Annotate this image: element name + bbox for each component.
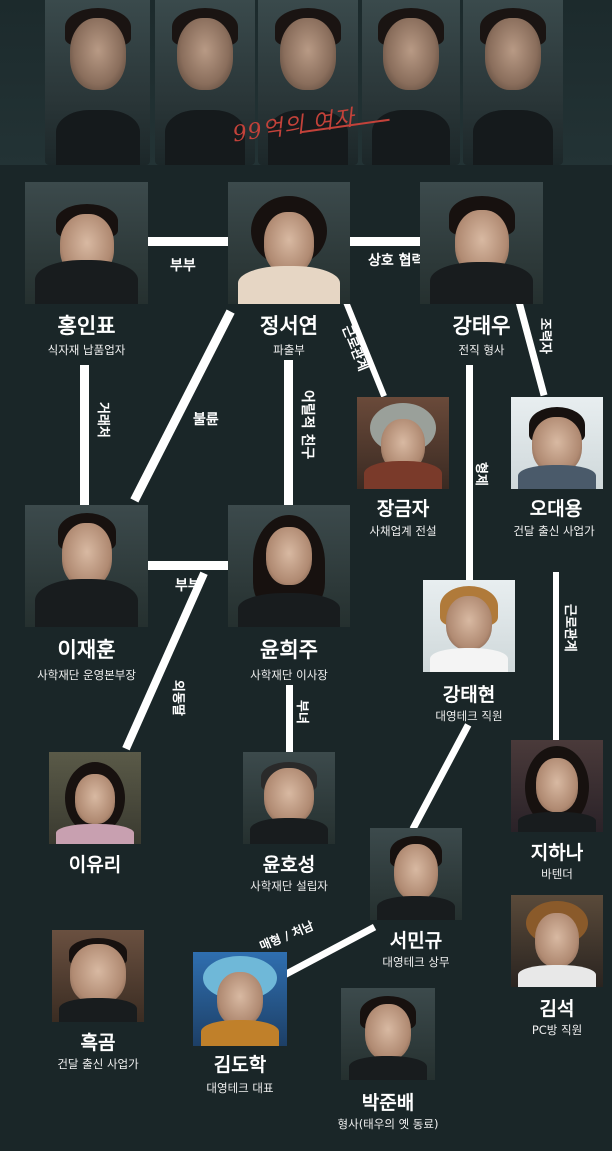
character-name: 김석 xyxy=(539,998,575,1020)
portrait-image xyxy=(243,752,335,844)
character-role: 대영테크 직원 xyxy=(435,709,503,723)
portrait-image xyxy=(193,952,287,1046)
portrait-image xyxy=(228,505,350,627)
portrait-image xyxy=(25,505,148,627)
character-name: 오대용 xyxy=(529,498,583,520)
line-taehyun-seo xyxy=(409,723,472,831)
line-lee-yoon xyxy=(148,561,228,570)
relation-label: 매형 / 처남 xyxy=(257,918,316,954)
portrait-image xyxy=(52,930,144,1022)
character-role: 파출부 xyxy=(273,343,305,357)
relation-label: 부녀 xyxy=(294,700,309,724)
character-name: 홍인표 xyxy=(57,314,116,338)
character-name: 김도학 xyxy=(213,1054,267,1076)
character-role: 사학재단 설립자 xyxy=(250,879,328,893)
character-name: 박준배 xyxy=(361,1092,415,1114)
character-role: 사학재단 이사장 xyxy=(250,668,328,682)
portrait-image xyxy=(423,580,515,672)
character-role: 식자재 납품업자 xyxy=(47,343,126,357)
character-role: 건달 출신 사업가 xyxy=(513,524,595,538)
character-role: 대영테크 대표 xyxy=(206,1081,274,1095)
character-role: 대영테크 상무 xyxy=(382,955,450,969)
character-role: PC방 직원 xyxy=(531,1023,583,1037)
character-role: 사학재단 운영본부장 xyxy=(37,668,136,682)
character-name: 장금자 xyxy=(376,498,430,520)
banner-portrait xyxy=(362,0,460,165)
banner-portrait xyxy=(45,0,150,165)
banner-portrait xyxy=(155,0,255,165)
line-oh-jihana xyxy=(553,572,559,740)
portrait-image xyxy=(357,397,449,489)
character-role: 전직 형사 xyxy=(458,343,505,357)
character-name: 이유리 xyxy=(68,854,122,876)
character-name: 윤호성 xyxy=(262,854,316,876)
character-name: 강태현 xyxy=(442,684,496,706)
portrait-image xyxy=(25,182,148,304)
relation-label: 거래처 xyxy=(95,402,110,438)
portrait-image xyxy=(370,828,462,920)
character-role: 건달 출신 사업가 xyxy=(57,1057,139,1071)
character-name: 이재훈 xyxy=(57,638,116,662)
line-kang-brothers xyxy=(466,365,473,580)
line-yoon-father xyxy=(286,685,293,753)
character-role: 사채업계 전설 xyxy=(369,524,437,538)
character-name: 지하나 xyxy=(530,842,584,864)
relation-label: 형제 xyxy=(473,462,488,486)
character-role: 형사(태우의 옛 동료) xyxy=(337,1117,439,1131)
relation-label: 근로관계 xyxy=(562,604,577,652)
relation-label: 부부 xyxy=(170,258,196,274)
character-name: 흑곰 xyxy=(80,1032,116,1054)
character-role: 바텐더 xyxy=(541,867,573,881)
poster-banner: 99억의 여자 xyxy=(0,0,612,165)
character-name: 서민규 xyxy=(389,930,443,952)
line-hong-jung xyxy=(148,237,228,246)
portrait-image xyxy=(511,895,603,987)
portrait-image xyxy=(341,988,435,1080)
relation-label: 상호 협력 xyxy=(368,253,425,269)
relation-label: 어릴적 친구 xyxy=(299,390,315,460)
portrait-image xyxy=(228,182,350,304)
portrait-image xyxy=(511,397,603,489)
banner-portrait xyxy=(463,0,563,165)
relation-label: 외동딸 xyxy=(170,680,185,716)
portrait-image xyxy=(420,182,543,304)
portrait-image xyxy=(49,752,141,844)
line-hong-lee xyxy=(80,365,89,505)
character-name: 정서연 xyxy=(260,314,318,338)
character-name: 윤희주 xyxy=(260,638,318,662)
character-name: 강태우 xyxy=(452,314,511,338)
portrait-image xyxy=(511,740,603,832)
banner-portrait xyxy=(258,0,358,165)
relation-label: 부부 xyxy=(175,578,201,594)
line-jung-yoon xyxy=(284,360,293,505)
relation-label: 불륜 xyxy=(193,412,219,428)
line-jung-kang xyxy=(350,237,420,246)
